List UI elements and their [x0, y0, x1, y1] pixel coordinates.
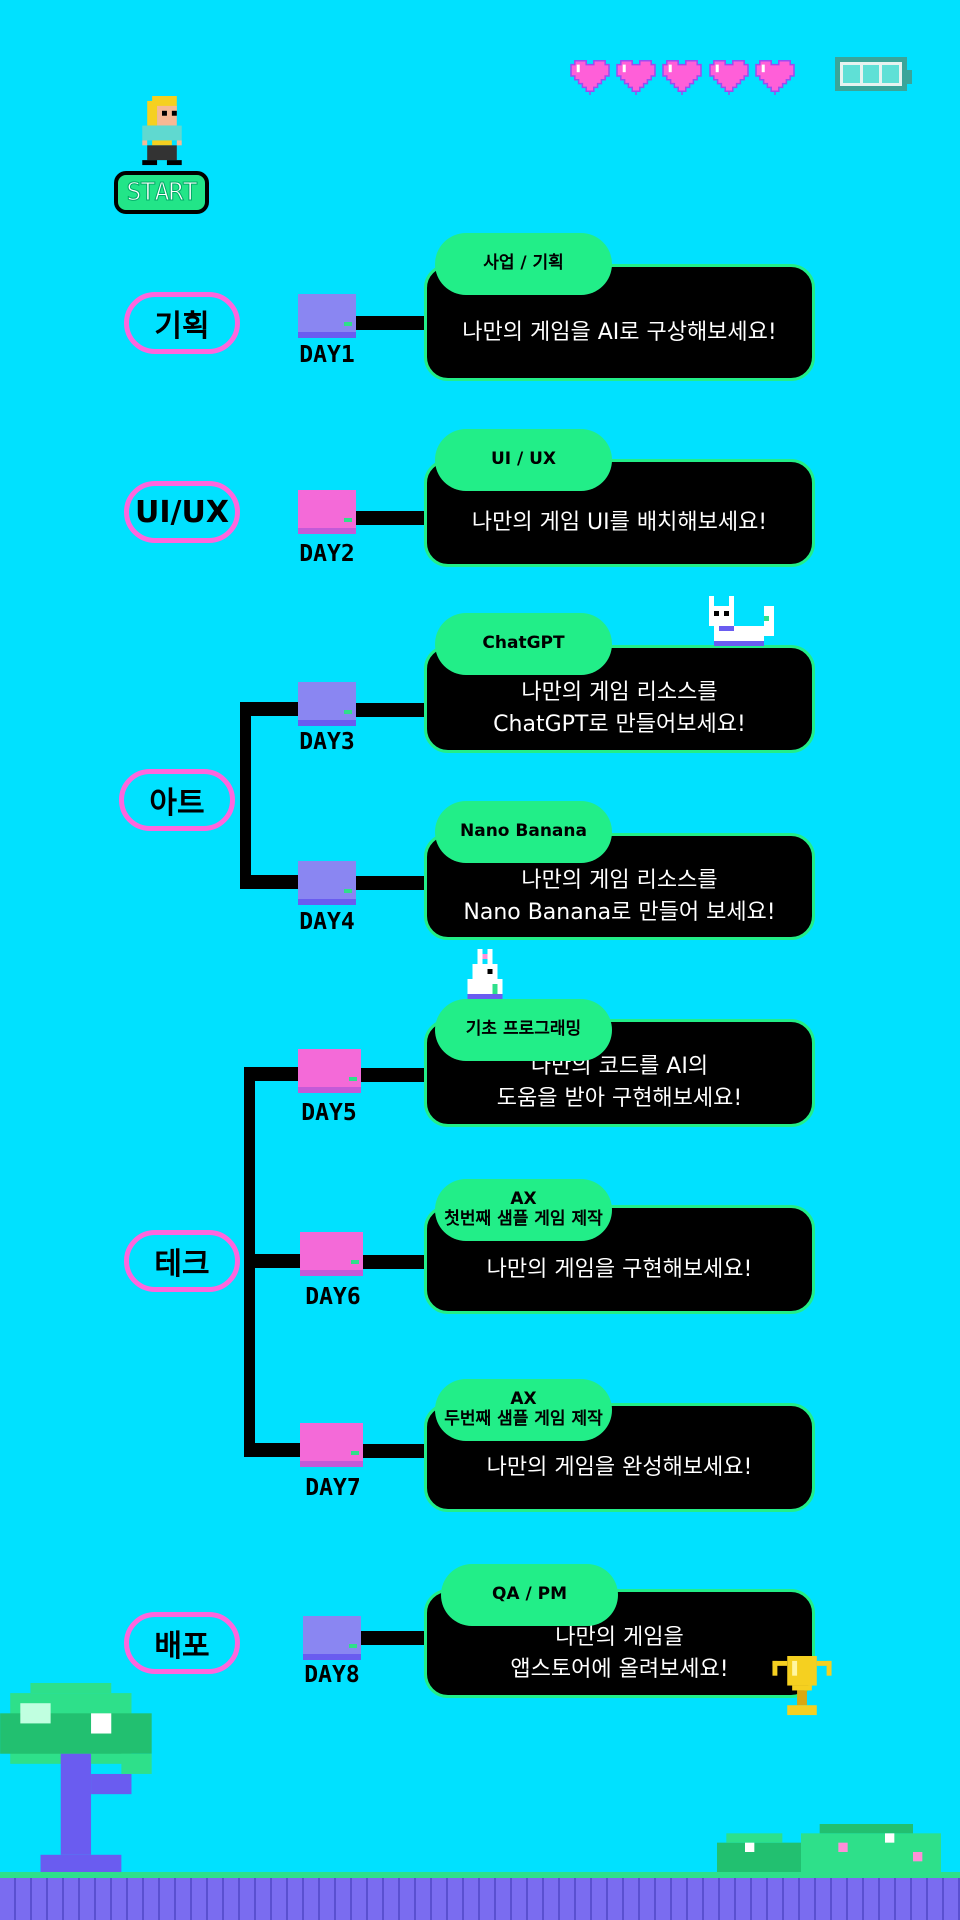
category-plan: 기획 — [124, 292, 240, 354]
trophy-icon — [772, 1656, 832, 1716]
category-tech: 테크 — [124, 1230, 240, 1292]
connector — [356, 703, 426, 717]
category-deploy: 배포 — [124, 1612, 240, 1674]
day-label: DAY7 — [305, 1475, 361, 1501]
connector — [244, 1254, 300, 1268]
connector — [244, 1067, 300, 1081]
tab-sublabel: 첫번째 샘플 게임 제작 — [444, 1209, 603, 1229]
rabbit-sprite-icon — [467, 949, 503, 999]
day5-tab: 기초 프로그래밍 — [435, 999, 612, 1061]
bubble-text: 나만의 게임 UI를 배치해보세요! — [471, 510, 768, 536]
day1-tab: 사업 / 기획 — [435, 233, 612, 295]
bubble-text: 도움을 받아 구현해보세요! — [496, 1086, 743, 1111]
connector — [356, 876, 426, 890]
day8-tab: QA / PM — [441, 1564, 618, 1626]
heart-icon — [570, 60, 610, 95]
connector — [240, 875, 300, 889]
category-uiux: UI/UX — [124, 481, 240, 543]
tab-label: UI / UX — [490, 449, 557, 470]
battery-icon — [835, 57, 912, 91]
day-label: DAY2 — [299, 541, 355, 567]
bubble-text: 나만의 게임 리소스를 — [521, 680, 718, 706]
connector — [361, 1255, 426, 1269]
connector — [361, 1444, 426, 1458]
tab-label: 기초 프로그래밍 — [465, 1019, 582, 1040]
day8-block[interactable] — [303, 1616, 361, 1660]
art-bracket — [240, 702, 251, 884]
tab-label: QA / PM — [491, 1584, 568, 1605]
day3-block[interactable] — [298, 682, 356, 726]
tab-label: Nano Banana — [460, 821, 587, 842]
bubble-text: 나만의 게임을 완성해보세요! — [486, 1454, 753, 1480]
heart-icon — [662, 60, 702, 95]
day4-tab: Nano Banana — [435, 801, 612, 863]
day2-bubble: 나만의 게임 UI를 배치해보세요! — [424, 459, 815, 567]
day1-block[interactable] — [298, 294, 356, 338]
day-label: DAY4 — [299, 909, 355, 935]
tab-label: 사업 / 기획 — [483, 253, 564, 274]
heart-icon — [755, 60, 795, 95]
bubble-text: Nano Banana로 만들어 보세요! — [463, 899, 776, 925]
bubble-text: 앱스토어에 올려보세요! — [510, 1656, 729, 1682]
day-label: DAY1 — [299, 342, 355, 368]
day-label: DAY5 — [301, 1100, 357, 1126]
ground — [0, 1872, 960, 1920]
day-label: DAY8 — [304, 1662, 360, 1688]
bubble-text: 나만의 게임을 — [555, 1624, 684, 1650]
category-art: 아트 — [119, 769, 235, 831]
bubble-text: 나만의 게임 리소스를 — [521, 867, 718, 893]
connector — [356, 316, 426, 330]
day-label: DAY6 — [305, 1284, 361, 1310]
day5-block[interactable] — [298, 1049, 361, 1093]
tab-sublabel: 두번째 샘플 게임 제작 — [444, 1409, 603, 1429]
heart-icon — [616, 60, 656, 95]
tab-label: ChatGPT — [482, 633, 565, 654]
connector — [356, 511, 426, 525]
day7-block[interactable] — [300, 1423, 363, 1467]
day6-block[interactable] — [300, 1232, 363, 1276]
day-label: DAY3 — [299, 729, 355, 755]
tab-label: AX — [510, 1189, 537, 1210]
connector — [361, 1631, 426, 1645]
start-button[interactable]: START — [114, 171, 209, 214]
bubble-text: 나만의 게임을 구현해보세요! — [486, 1256, 753, 1282]
day4-block[interactable] — [298, 861, 356, 905]
connector — [361, 1068, 426, 1082]
day2-tab: UI / UX — [435, 429, 612, 491]
bubble-text: 나만의 게임을 AI로 구상해보세요! — [462, 319, 777, 345]
connector — [240, 702, 300, 716]
day2-block[interactable] — [298, 490, 356, 534]
bubble-text: ChatGPT로 만들어보세요! — [493, 712, 746, 737]
day3-tab: ChatGPT — [435, 613, 612, 675]
tab-label: AX — [510, 1389, 537, 1410]
cat-sprite-icon — [709, 596, 774, 646]
tree-icon — [0, 1683, 152, 1875]
heart-icon — [709, 60, 749, 95]
player-character-icon — [142, 96, 182, 166]
connector — [244, 1443, 300, 1457]
